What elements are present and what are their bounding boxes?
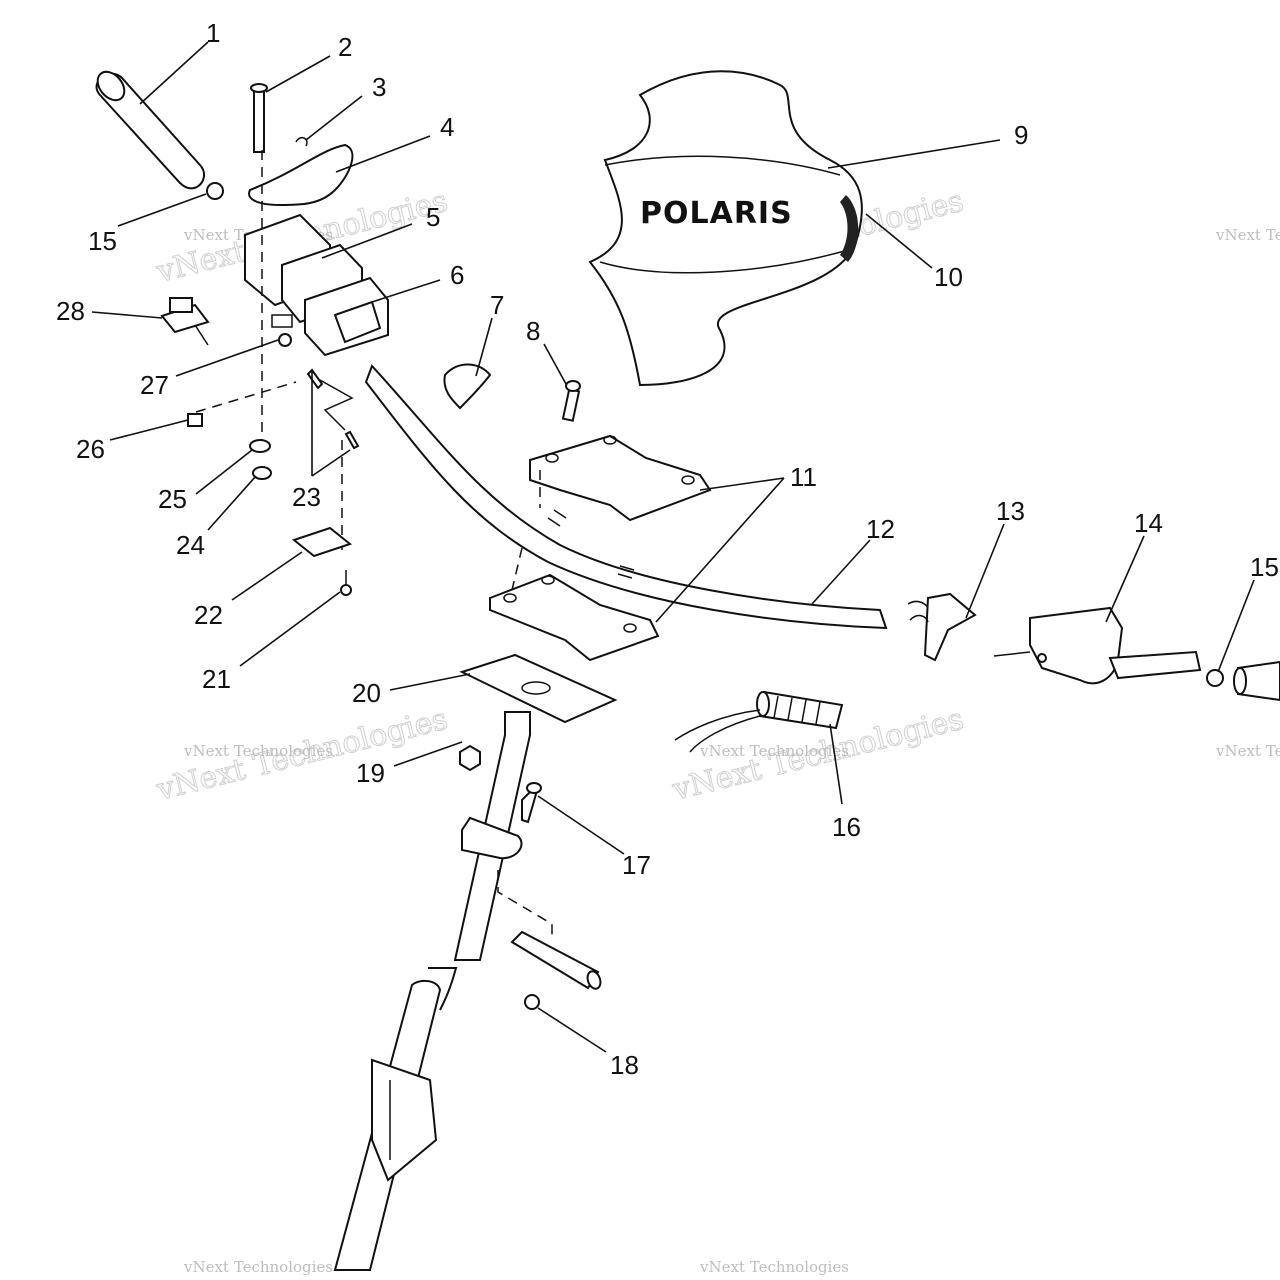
nut-18 xyxy=(524,994,540,1010)
callout-15-left: 15 xyxy=(88,226,117,256)
callout-1: 1 xyxy=(206,18,220,48)
callout-18: 18 xyxy=(610,1050,639,1080)
watermark-text: vNext Technologies xyxy=(699,1258,849,1276)
callout-27: 27 xyxy=(140,370,169,400)
washer-25 xyxy=(249,439,271,453)
mount-plate xyxy=(459,653,618,724)
handlebar-knurl xyxy=(547,509,567,527)
retaining-clip xyxy=(295,136,308,147)
pivot-pin xyxy=(250,83,268,153)
assembly-line xyxy=(319,379,354,431)
tie-rod-tube xyxy=(510,930,602,990)
callout-21: 21 xyxy=(202,664,231,694)
assembly-line xyxy=(195,381,297,413)
brand-logo-text: POLARIS xyxy=(640,196,793,231)
screw-23a xyxy=(306,368,324,390)
upper-clamp xyxy=(529,434,712,522)
callout-24: 24 xyxy=(176,530,205,560)
callout-11: 11 xyxy=(790,462,817,492)
callout-4: 4 xyxy=(440,112,454,142)
callout-8: 8 xyxy=(526,316,540,346)
kill-switch xyxy=(160,297,210,346)
throttle-clamp xyxy=(443,363,492,410)
watermark-text: vNext Technologies xyxy=(699,742,849,760)
callout-19: 19 xyxy=(356,758,385,788)
callout-25: 25 xyxy=(158,484,187,514)
lockwasher-24 xyxy=(252,466,272,480)
callout-15-right: 15 xyxy=(1250,552,1279,582)
nut-27 xyxy=(278,333,292,347)
nut-19 xyxy=(459,744,481,772)
callout-22: 22 xyxy=(194,600,223,630)
callout-6: 6 xyxy=(450,260,464,290)
right-grip-end xyxy=(1233,667,1247,695)
callout-7: 7 xyxy=(490,290,504,320)
watermark-text: vNext Technologies xyxy=(1215,742,1280,760)
assembly-line xyxy=(497,870,553,940)
brake-lever xyxy=(907,592,977,662)
column-collar xyxy=(461,816,523,860)
throttle-housing xyxy=(244,143,389,357)
callout-9: 9 xyxy=(1014,120,1028,150)
callout-12: 12 xyxy=(866,514,895,544)
callout-2: 2 xyxy=(338,32,352,62)
bolt-17 xyxy=(521,782,542,824)
screw-21 xyxy=(340,584,352,596)
watermark-text: vNext Technologies xyxy=(1215,226,1280,244)
callout-3: 3 xyxy=(372,72,386,102)
callout-28: 28 xyxy=(56,296,85,326)
callout-20: 20 xyxy=(352,678,381,708)
handlebar-knurl xyxy=(617,565,635,579)
watermark-text: vNext Technologies xyxy=(183,1258,333,1276)
leader-lines xyxy=(91,41,1255,1053)
watermark-text: vNext Technologies xyxy=(183,742,333,760)
callout-5: 5 xyxy=(426,202,440,232)
screw-23b xyxy=(344,430,360,450)
clamp-bolt xyxy=(561,380,581,422)
cover-plate xyxy=(291,526,353,558)
master-cylinder xyxy=(993,606,1202,685)
callout-17: 17 xyxy=(622,850,651,880)
mount-plate-hole xyxy=(521,681,551,695)
handlebar-pad: POLARIS xyxy=(588,70,863,387)
heater-element xyxy=(674,690,844,753)
callout-26: 26 xyxy=(76,434,105,464)
lower-clamp xyxy=(489,573,660,662)
callout-10: 10 xyxy=(934,262,963,292)
steering-column xyxy=(333,711,531,1271)
nut-26 xyxy=(187,413,203,427)
left-grip xyxy=(95,70,206,190)
end-plug-right xyxy=(1206,669,1224,687)
callout-23: 23 xyxy=(292,482,321,512)
callout-16: 16 xyxy=(832,812,861,842)
callout-13: 13 xyxy=(996,496,1025,526)
assembly-line xyxy=(511,547,523,591)
callout-14: 14 xyxy=(1134,508,1163,538)
end-plug-left xyxy=(206,182,224,200)
callout-labels: 1 2 3 4 5 6 7 8 9 10 11 12 13 14 15 15 1… xyxy=(56,18,1279,1080)
